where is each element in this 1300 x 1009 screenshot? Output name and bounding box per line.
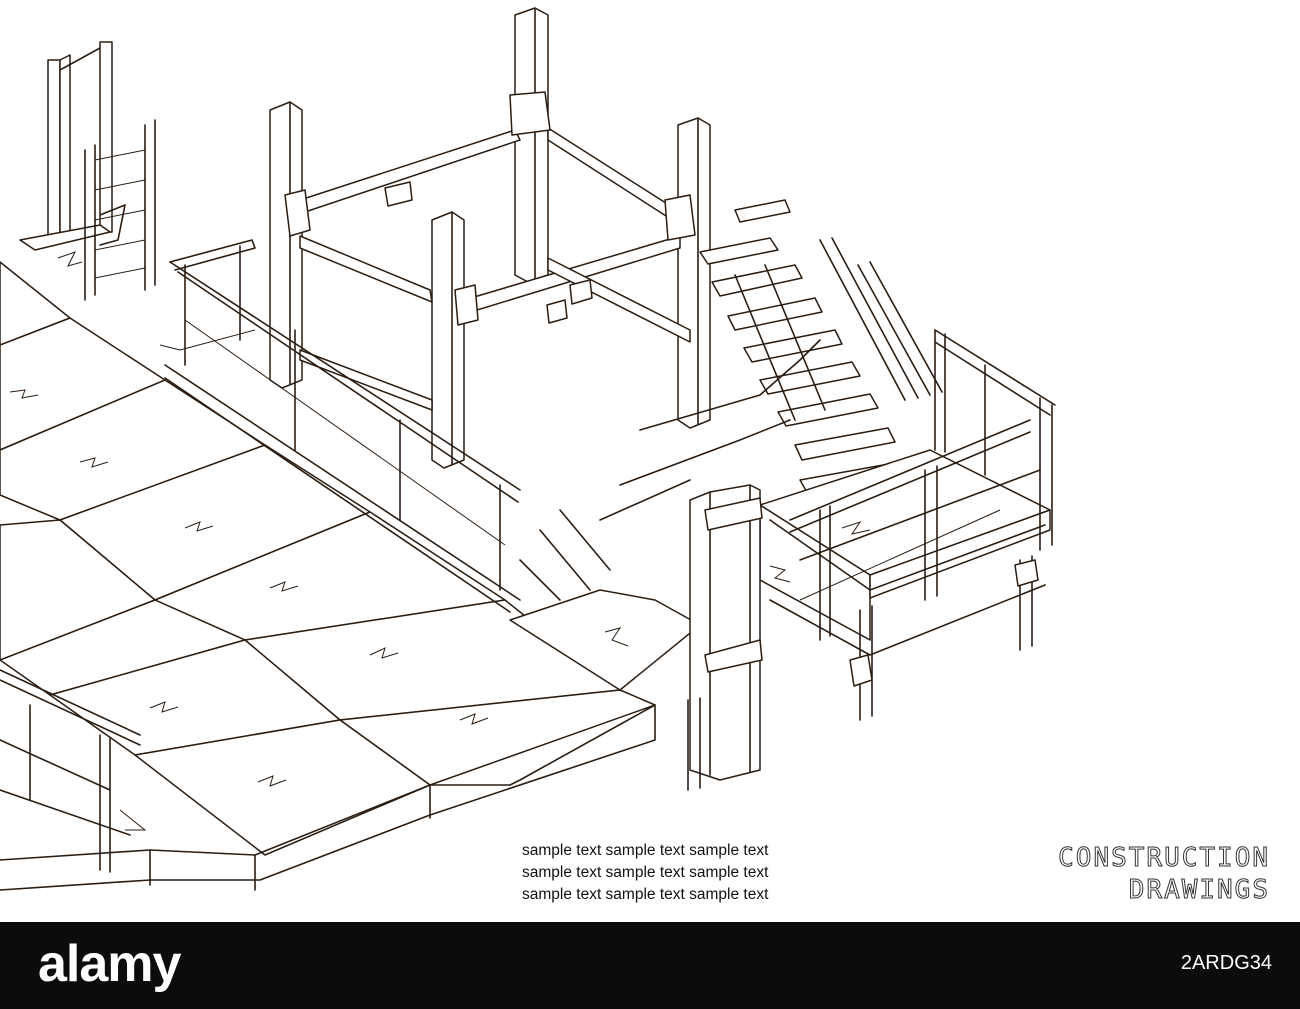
caption-line-3: sample text sample text sample text bbox=[522, 886, 769, 903]
left-column-and-ladder bbox=[19, 41, 156, 301]
central-steel-frame bbox=[159, 7, 711, 613]
caption-line-1: sample text sample text sample text bbox=[522, 842, 769, 859]
right-platform bbox=[759, 329, 1056, 721]
drawing-title: CONSTRUCTION DRAWINGS bbox=[1058, 842, 1270, 906]
image-id-label: 2ARDG34 bbox=[1180, 952, 1272, 974]
foreground-railing bbox=[0, 669, 147, 873]
stock-footer-bar: alamy 2ARDG34 bbox=[0, 922, 1300, 1009]
construction-drawing bbox=[0, 7, 1056, 891]
brand-logo: alamy bbox=[38, 935, 181, 993]
front-post bbox=[687, 484, 763, 791]
title-line-1: CONSTRUCTION bbox=[1058, 843, 1270, 874]
caption-line-2: sample text sample text sample text bbox=[522, 864, 769, 881]
floor-deck bbox=[0, 261, 701, 891]
caption-text: sample text sample text sample text samp… bbox=[522, 840, 852, 906]
title-line-2: DRAWINGS bbox=[1128, 875, 1270, 906]
